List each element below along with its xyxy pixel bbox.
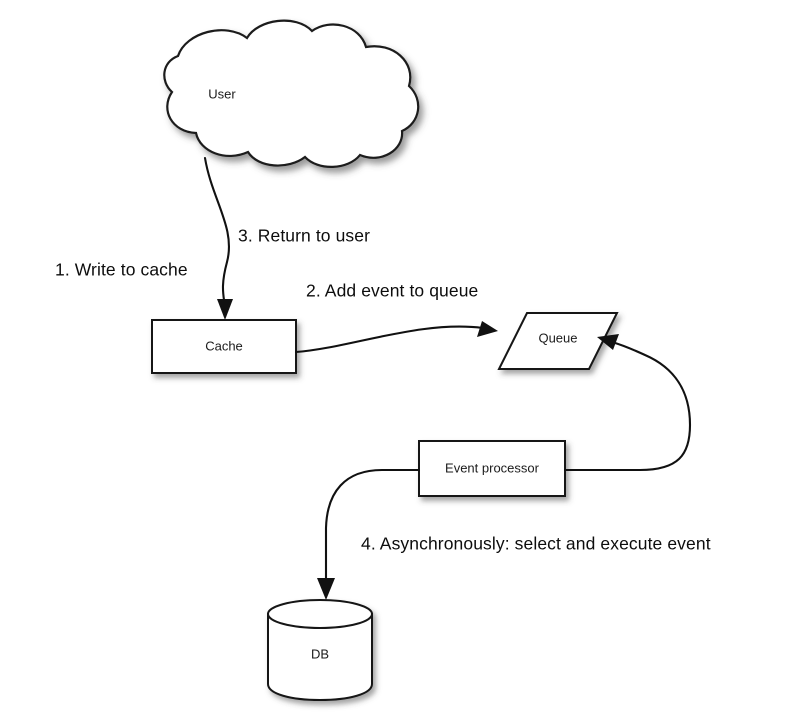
node-event-processor-label: Event processor xyxy=(445,460,540,475)
node-queue[interactable] xyxy=(497,312,619,370)
processor-to-db-arrowhead xyxy=(317,578,335,600)
user-to-cache-arrowhead xyxy=(217,299,233,320)
edge-processor-to-queue xyxy=(563,334,692,472)
queue-parallelogram xyxy=(497,312,619,370)
cache-to-queue-arrowhead xyxy=(477,321,498,337)
db-cylinder-top xyxy=(267,599,373,629)
db-cylinder-body xyxy=(267,613,373,702)
processor-to-queue-arrowhead xyxy=(597,334,619,350)
node-db-label: DB xyxy=(311,646,329,661)
node-user-label: User xyxy=(208,86,236,101)
step-label-1: 1. Write to cache xyxy=(55,260,188,280)
cloud-shape xyxy=(163,19,420,168)
edge-processor-to-db xyxy=(317,468,421,600)
step-label-4: 4. Asynchronously: select and execute ev… xyxy=(361,534,711,554)
cache-rect xyxy=(151,319,297,374)
node-queue-label: Queue xyxy=(538,330,577,345)
processor-to-queue-path xyxy=(563,340,692,472)
node-cache[interactable] xyxy=(151,319,297,374)
event-processor-rect xyxy=(418,440,566,497)
node-cache-label: Cache xyxy=(205,338,243,353)
user-to-cache-path xyxy=(203,156,230,310)
step-label-2: 2. Add event to queue xyxy=(306,281,478,301)
step-label-3: 3. Return to user xyxy=(238,226,370,246)
edge-user-to-cache xyxy=(203,156,233,320)
processor-to-db-path xyxy=(324,468,421,587)
node-user[interactable] xyxy=(163,19,420,168)
cache-to-queue-path xyxy=(294,325,485,354)
edge-cache-to-queue xyxy=(294,321,498,354)
node-db[interactable] xyxy=(267,599,373,702)
node-event-processor[interactable] xyxy=(418,440,566,497)
